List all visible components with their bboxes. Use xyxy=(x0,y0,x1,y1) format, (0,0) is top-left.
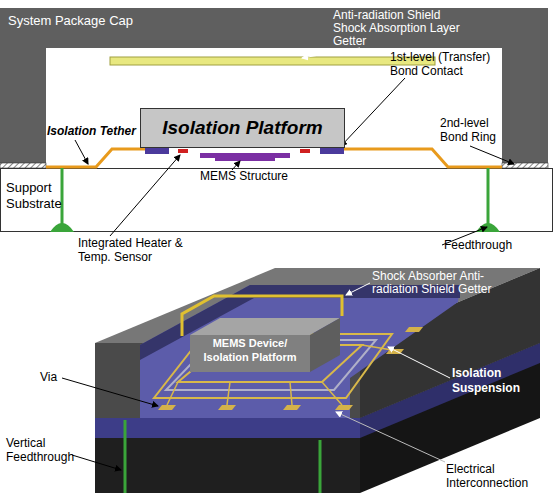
substrate-front xyxy=(95,438,360,493)
platform-front xyxy=(190,335,310,372)
platform-side xyxy=(310,318,340,372)
bond-pad xyxy=(405,327,423,332)
leader-line xyxy=(72,455,121,470)
bond-ring xyxy=(0,163,46,168)
part-label: Isolation Suspension xyxy=(452,366,534,396)
bond-pad xyxy=(283,405,301,410)
support-substrate xyxy=(1,169,553,232)
bond-ring xyxy=(502,163,548,168)
suspension-track xyxy=(154,334,392,398)
leader-line xyxy=(302,48,360,58)
node-text: Support Substrate xyxy=(6,180,76,212)
interconnect xyxy=(362,345,392,350)
feedthrough xyxy=(487,168,490,226)
leader-line xyxy=(336,412,445,462)
substrate-label-box: Support Substrate xyxy=(6,180,76,212)
bond-pad xyxy=(335,405,353,410)
leader-line xyxy=(75,140,88,164)
platform-box: Isolation Platform xyxy=(140,108,345,148)
part-label: Feedthrough xyxy=(444,238,512,252)
part-label: Isolation Tether xyxy=(47,124,136,138)
leader-line xyxy=(110,155,180,236)
mems-structure xyxy=(200,153,290,158)
platform-3d-box: MEMS Device/ Isolation Platform xyxy=(190,336,310,372)
interconnect xyxy=(322,382,342,405)
heater-sensor xyxy=(178,149,188,153)
feedthrough xyxy=(50,223,74,232)
part-label: Integrated Heater & Temp. Sensor xyxy=(78,236,184,264)
vertical-feedthrough xyxy=(124,420,127,493)
shock-shield xyxy=(182,296,342,336)
bond-contact xyxy=(145,148,169,154)
node-text: MEMS Device/ Isolation Platform xyxy=(190,336,310,364)
part-label: Vertical Feedthrough xyxy=(6,436,91,464)
part-label: 2nd-level Bond Ring xyxy=(440,116,510,144)
interconnect xyxy=(227,382,230,405)
interconnect xyxy=(290,382,292,405)
part-label: 1st-level (Transfer) Bond Contact xyxy=(390,50,500,78)
cavity-floor xyxy=(140,285,460,418)
leader-line xyxy=(346,283,370,295)
isolation-tether xyxy=(325,149,502,167)
leader-line xyxy=(388,347,450,378)
bond-pad xyxy=(158,405,176,410)
package-cap xyxy=(0,8,548,168)
shield-layer xyxy=(110,57,435,65)
isolation-tether xyxy=(46,149,160,167)
bond-pad xyxy=(218,405,236,410)
leader-line xyxy=(341,78,405,146)
vertical-feedthrough xyxy=(319,440,322,493)
leader-line xyxy=(470,146,514,164)
bond-contact xyxy=(320,148,344,154)
feedthrough xyxy=(476,223,500,232)
part-label: Anti-radiation Shield Shock Absorption L… xyxy=(333,9,475,48)
part-label: Electrical Interconnection xyxy=(446,462,550,490)
node-text: Isolation Platform xyxy=(162,117,322,139)
leader-line xyxy=(232,161,240,170)
part-label: Shock Absorber Anti-radiation Shield Get… xyxy=(372,270,496,296)
substrate-front xyxy=(95,418,360,438)
part-label: MEMS Structure xyxy=(200,169,288,183)
leader-line xyxy=(62,378,158,406)
mems-structure xyxy=(215,158,275,161)
heater-sensor xyxy=(300,149,310,153)
interconnect xyxy=(167,382,178,405)
cap-label-box: System Package Cap xyxy=(8,13,178,29)
node-text: System Package Cap xyxy=(8,13,178,29)
part-label: Via xyxy=(40,370,57,384)
